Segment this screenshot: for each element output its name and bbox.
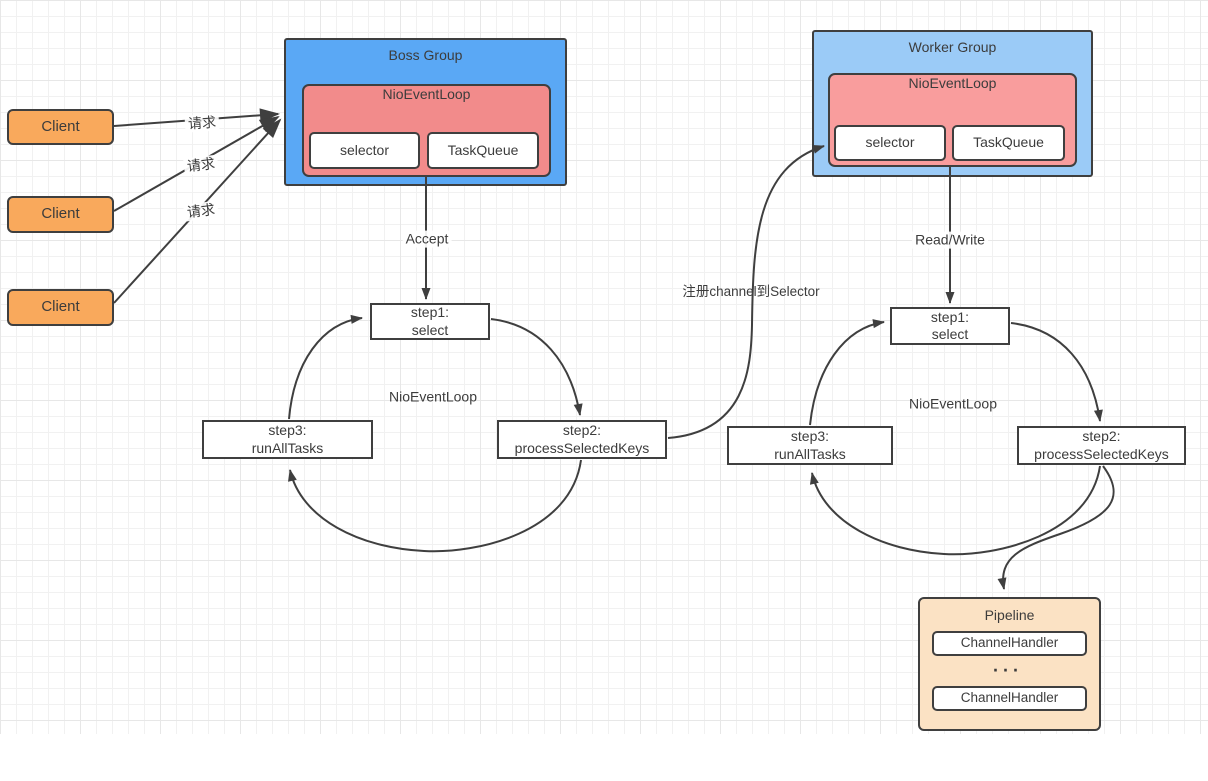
boss-step2-line1: step2: [562, 422, 602, 438]
client-box-2: Client [7, 196, 114, 233]
worker-step2-line1: step2: [1082, 428, 1121, 444]
boss-step2-box: step2: processSelectedKeys [497, 420, 667, 459]
client-label: Client [41, 117, 80, 135]
worker-step1-box: step1: select [890, 307, 1010, 345]
channel-handler-box-1: ChannelHandler [932, 631, 1087, 656]
worker-taskqueue-box: TaskQueue [952, 125, 1065, 161]
worker-nioeventloop-title: NioEventLoop [908, 75, 997, 91]
boss-selector-label: selector [339, 141, 390, 158]
read-write-label: Read/Write [912, 231, 988, 249]
boss-step1-line2: select [411, 321, 449, 338]
worker-step1-line1: step1: [930, 308, 970, 325]
worker-step1-line2: select [931, 326, 969, 342]
client-box-3: Client [7, 289, 114, 326]
worker-step2-box: step2: processSelectedKeys [1017, 426, 1186, 465]
pipeline-title: Pipeline [984, 607, 1035, 623]
worker-selector-label: selector [865, 134, 915, 151]
boss-selector-box: selector [309, 132, 420, 169]
worker-step3-line2: runAllTasks [774, 445, 846, 462]
worker-selector-box: selector [834, 125, 946, 161]
boss-step3-line2: runAllTasks [251, 439, 324, 456]
boss-step2-line2: processSelectedKeys [514, 439, 650, 456]
boss-group-title: Boss Group [388, 47, 463, 63]
boss-step1-box: step1: select [370, 303, 490, 340]
channel-handler-label: ChannelHandler [960, 635, 1059, 651]
worker-group-title: Worker Group [908, 39, 997, 55]
boss-step3-box: step3: runAllTasks [202, 420, 373, 459]
boss-taskqueue-label: TaskQueue [447, 141, 519, 158]
channel-handler-box-2: ChannelHandler [932, 686, 1087, 711]
worker-loop-name-label: NioEventLoop [909, 395, 997, 412]
worker-step3-box: step3: runAllTasks [727, 426, 893, 465]
register-channel-label: 注册channel到Selector [682, 283, 820, 299]
client-label: Client [41, 205, 80, 223]
client-label: Client [41, 298, 80, 316]
boss-loop-name-label: NioEventLoop [389, 388, 477, 405]
boss-step1-line1: step1: [410, 304, 450, 320]
boss-step3-line1: step3: [268, 422, 307, 438]
worker-step3-line1: step3: [790, 428, 830, 444]
boss-taskqueue-box: TaskQueue [427, 132, 539, 169]
boss-nioeventloop-title: NioEventLoop [382, 86, 471, 102]
client-box-1: Client [7, 109, 114, 145]
worker-step2-line2: processSelectedKeys [1034, 445, 1169, 462]
channel-handler-label: ChannelHandler [960, 690, 1059, 706]
request-label-1: 请求 [184, 113, 220, 133]
worker-taskqueue-label: TaskQueue [973, 134, 1044, 151]
accept-label: Accept [402, 230, 452, 248]
pipeline-ellipsis: ... [992, 655, 1024, 676]
